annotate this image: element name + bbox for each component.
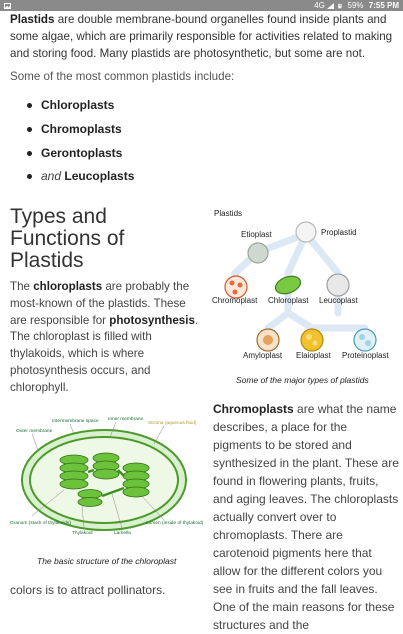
chloroplasts-term: chloroplasts bbox=[33, 280, 103, 293]
continuation-text: colors is to attract pollinators. bbox=[10, 583, 166, 597]
battery-percent: 59% bbox=[347, 1, 364, 10]
thylakoid-label: Thylakoid bbox=[72, 530, 93, 536]
amyloplast-label: Amyloplast bbox=[243, 351, 283, 360]
plastid-types-diagram: Plastids Proplastid Etioplast Chromoplas… bbox=[212, 209, 389, 360]
granum-label: Granum (stack of thylakoids) bbox=[10, 520, 71, 526]
status-bar-left bbox=[4, 0, 13, 11]
list-item: Gerontoplasts bbox=[26, 144, 134, 168]
inner-membrane-shape bbox=[29, 436, 179, 524]
inner-membrane-label: Inner membrane bbox=[108, 416, 144, 422]
signal-label: 4G bbox=[314, 1, 325, 10]
chromoplasts-term: Chromoplasts bbox=[213, 402, 294, 416]
list-item: Chloroplasts bbox=[26, 96, 134, 120]
diagram-title: Plastids bbox=[214, 209, 242, 218]
chromoplast-paragraph: Chromoplasts are what the name describes… bbox=[213, 402, 399, 632]
section-heading: Types and Functions of Plastids bbox=[10, 205, 125, 272]
status-bar: 4G 59% 7:55 PM bbox=[0, 0, 403, 11]
chloroplast-paragraph: The chloroplasts are probably the most-k… bbox=[10, 280, 199, 394]
signal-icon bbox=[327, 2, 335, 9]
leucoplast-label: Leucoplast bbox=[319, 296, 358, 305]
chloroplast-label: Chloroplast bbox=[268, 296, 309, 305]
lumen-label: Lumen (inside of thylakoid) bbox=[146, 520, 204, 526]
plastid-list: Chloroplasts Chromoplasts Gerontoplasts … bbox=[26, 96, 134, 191]
leucoplast-icon bbox=[326, 273, 350, 297]
lamella-label: Lamella bbox=[114, 530, 131, 536]
chloroplast-structure-diagram: Outer membrane Intermembrane space Inner… bbox=[10, 416, 204, 536]
status-bar-right: 4G 59% 7:55 PM bbox=[314, 0, 399, 11]
list-item: and Leucoplasts bbox=[26, 167, 134, 191]
stroma-label: Stroma (aqueous fluid) bbox=[148, 420, 197, 426]
list-intro: Some of the most common plastids include… bbox=[10, 70, 235, 83]
intro-text: are double membrane-bound organelles fou… bbox=[10, 13, 393, 60]
proplastid-icon bbox=[295, 221, 317, 243]
chloroplast-icon bbox=[274, 275, 302, 295]
intro-paragraph: Plastids are double membrane-bound organ… bbox=[10, 12, 396, 62]
outer-membrane-label: Outer membrane bbox=[16, 428, 53, 434]
list-item: Chromoplasts bbox=[26, 120, 134, 144]
label-pointers bbox=[31, 421, 165, 529]
chromoplast-icon bbox=[224, 275, 248, 299]
battery-icon bbox=[338, 3, 342, 9]
etioplast-label: Etioplast bbox=[241, 230, 272, 239]
structure-caption: The basic structure of the chloroplast bbox=[37, 556, 177, 566]
proteinoplast-label: Proteinoplast bbox=[342, 351, 389, 360]
image-icon bbox=[4, 2, 11, 9]
clock: 7:55 PM bbox=[368, 1, 399, 10]
grana-stacks bbox=[59, 452, 150, 507]
etioplast-icon bbox=[247, 242, 269, 264]
lamella-lines bbox=[87, 468, 125, 498]
elaioplast-icon bbox=[300, 328, 324, 352]
proplastid-label: Proplastid bbox=[321, 228, 357, 237]
types-caption: Some of the major types of plastids bbox=[236, 375, 369, 385]
intermembrane-label: Intermembrane space bbox=[52, 418, 99, 424]
photosynthesis-term: photosynthesis bbox=[109, 313, 195, 327]
intro-term: Plastids bbox=[10, 13, 55, 26]
chromoplast-label: Chromoplast bbox=[212, 296, 258, 305]
proteinoplast-icon bbox=[353, 328, 377, 352]
elaioplast-label: Elaioplast bbox=[296, 351, 331, 360]
